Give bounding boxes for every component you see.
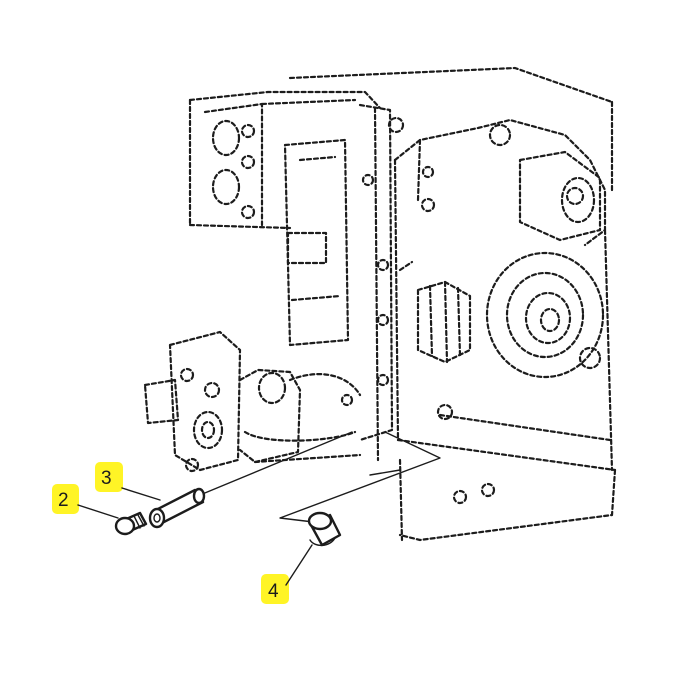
callout-3-highlight [95,462,123,492]
part-4-collar [307,511,342,547]
callout-3-leader [121,487,161,501]
callout-2-label: 2 [58,490,69,511]
leader-lines [77,487,313,586]
callout-2-highlight [52,484,79,514]
callout-4-label: 4 [268,581,279,602]
callout-4-highlight [261,574,289,604]
callout-2-leader [77,504,119,519]
part-3-dowel-pipe [148,487,206,529]
assembly-lines [199,431,441,525]
engine-block-phantom-outline [143,66,617,542]
callout-3-label: 3 [101,468,112,489]
callout-4-leader [285,544,313,586]
part-2-plug-bolt [114,511,148,536]
